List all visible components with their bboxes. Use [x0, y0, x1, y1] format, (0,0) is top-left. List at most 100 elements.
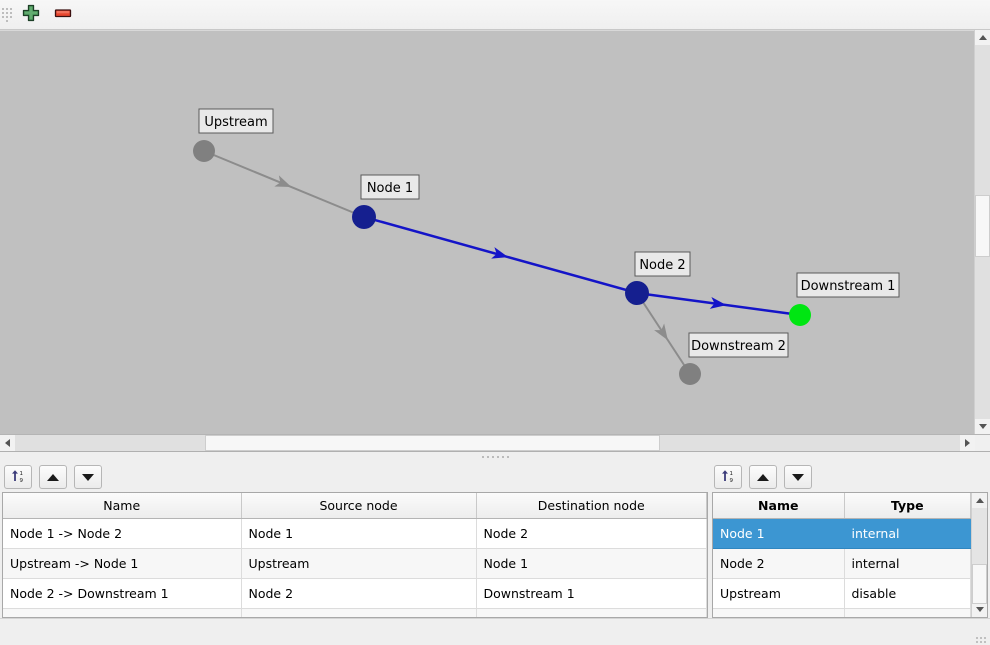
nodes-table-vertical-scrollbar[interactable]	[971, 493, 987, 617]
node-label-node1: Node 1	[367, 181, 413, 196]
node-label-node2: Node 2	[639, 258, 685, 273]
column-header-2[interactable]: Destination node	[476, 493, 707, 519]
chevron-left-icon	[5, 439, 10, 447]
edges-pane-toolbar: 1 9	[0, 462, 710, 492]
triangle-down-icon	[82, 473, 94, 481]
nodes-scroll-thumb[interactable]	[972, 564, 987, 604]
column-header-1[interactable]: Type	[844, 493, 971, 519]
table-cell-2[interactable]: Node 1	[476, 548, 707, 579]
nodes-sort-button[interactable]: 1 9	[714, 465, 742, 489]
svg-text:9: 9	[730, 478, 734, 484]
table-cell-0[interactable]: Downstream 1	[713, 608, 845, 617]
horizontal-scroll-thumb[interactable]	[205, 435, 660, 451]
table-cell-1[interactable]: Node 1	[241, 518, 477, 549]
add-button[interactable]	[18, 3, 44, 27]
horizontal-scroll-track[interactable]	[15, 435, 960, 451]
graph-node-upstream[interactable]	[193, 140, 215, 162]
edge-arrowhead-upstream-node1	[274, 175, 292, 188]
node-label-downstream1: Downstream 1	[801, 279, 896, 294]
table-cell-1[interactable]: Upstream	[241, 548, 477, 579]
scroll-down-button[interactable]	[975, 419, 990, 434]
scroll-left-button[interactable]	[0, 435, 15, 451]
triangle-up-icon	[757, 473, 769, 481]
toolbar-drag-handle[interactable]	[2, 4, 12, 26]
nodes-scroll-down-button[interactable]	[972, 602, 987, 617]
table-cell-1[interactable]: disable	[844, 578, 971, 609]
scroll-up-button[interactable]	[975, 30, 990, 45]
remove-button[interactable]	[50, 3, 76, 27]
column-header-1[interactable]: Source node	[241, 493, 477, 519]
minus-icon	[53, 3, 73, 26]
canvas-horizontal-scrollbar[interactable]	[0, 435, 990, 451]
table-cell-1[interactable]: downstream	[844, 608, 971, 617]
sort-ascending-icon: 1 9	[720, 468, 736, 487]
node-label-box-downstream1[interactable]	[796, 272, 900, 298]
table-cell-1[interactable]: internal	[844, 548, 971, 579]
plus-icon	[21, 3, 41, 26]
table-cell-0[interactable]: Upstream -> Node 1	[3, 548, 242, 579]
nodes-scroll-track[interactable]	[972, 508, 987, 604]
table-cell-0[interactable]: Node 2	[713, 548, 845, 579]
node-label-box-node1[interactable]	[360, 174, 420, 200]
edge-arrowhead-node2-downstream2	[654, 323, 668, 341]
graph-node-node1[interactable]	[352, 205, 376, 229]
node-label-box-node2[interactable]	[634, 251, 691, 277]
table-cell-2[interactable]: Node 2	[476, 518, 707, 549]
svg-text:1: 1	[730, 471, 734, 477]
column-header-0[interactable]: Name	[3, 493, 242, 519]
column-header-0[interactable]: Name	[713, 493, 845, 519]
main-toolbar	[0, 0, 990, 30]
table-cell-1[interactable]: Node 2	[241, 608, 477, 617]
graph-node-downstream1[interactable]	[789, 304, 811, 326]
table-cell-0[interactable]: Node 2 -> Downstream 1	[3, 578, 242, 609]
canvas-top-divider	[0, 30, 990, 31]
table-cell-0[interactable]: Upstream	[713, 578, 845, 609]
edges-move-up-button[interactable]	[39, 465, 67, 489]
graph-node-node2[interactable]	[625, 281, 649, 305]
table-row[interactable]: Downstream 1downstream	[713, 608, 971, 617]
node-label-box-downstream2[interactable]	[688, 332, 789, 358]
table-cell-2[interactable]: Downstream 2	[476, 608, 707, 617]
horizontal-splitter[interactable]	[0, 451, 990, 462]
edges-sort-button[interactable]: 1 9	[4, 465, 32, 489]
scroll-right-button[interactable]	[960, 435, 975, 451]
chevron-up-icon	[978, 35, 987, 40]
node-label-upstream: Upstream	[204, 115, 267, 130]
nodes-move-up-button[interactable]	[749, 465, 777, 489]
table-cell-0[interactable]: Node 1 -> Node 2	[3, 518, 242, 549]
vertical-scroll-thumb[interactable]	[975, 195, 990, 257]
scroll-corner	[975, 435, 990, 451]
table-cell-0[interactable]: Node 2 -> Downstream 2	[3, 608, 242, 617]
sort-ascending-icon: 1 9	[10, 468, 26, 487]
nodes-scroll-up-button[interactable]	[972, 493, 987, 508]
canvas-vertical-scrollbar[interactable]	[974, 30, 990, 434]
node-label-downstream2: Downstream 2	[691, 339, 786, 354]
node-label-box-upstream[interactable]	[198, 108, 274, 134]
window-resize-grip[interactable]	[976, 631, 988, 643]
table-cell-0[interactable]: Node 1	[713, 518, 845, 549]
table-cell-2[interactable]: Downstream 1	[476, 578, 707, 609]
vertical-scroll-track[interactable]	[975, 45, 990, 419]
table-cell-1[interactable]: Node 2	[241, 578, 477, 609]
edges-move-down-button[interactable]	[74, 465, 102, 489]
graph-node-downstream2[interactable]	[679, 363, 701, 385]
table-cell-1[interactable]: internal	[844, 518, 971, 549]
nodes-move-down-button[interactable]	[784, 465, 812, 489]
